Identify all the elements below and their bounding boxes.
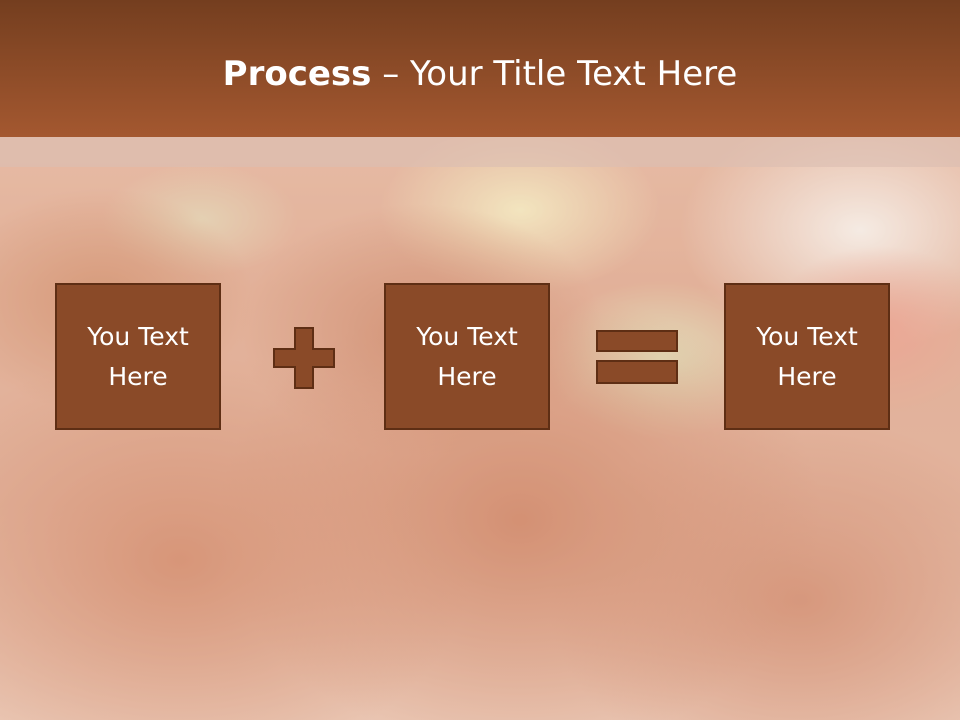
process-box-2[interactable]: You Text Here: [384, 283, 550, 430]
title-bar-strip: [0, 137, 960, 167]
title-rest-text: Your Title Text Here: [410, 54, 738, 94]
process-box-line-2: Here: [108, 361, 168, 391]
process-box-line-1: You Text: [416, 321, 518, 351]
process-box-text: You Text Here: [737, 317, 877, 397]
process-box-line-2: Here: [437, 361, 497, 391]
slide-title[interactable]: Process – Your Title Text Here: [0, 50, 960, 98]
process-box-3[interactable]: You Text Here: [724, 283, 890, 430]
process-box-text: You Text Here: [68, 317, 208, 397]
title-separator: –: [371, 54, 411, 94]
process-box-line-2: Here: [777, 361, 837, 391]
process-box-1[interactable]: You Text Here: [55, 283, 221, 430]
title-bold-text: Process: [222, 54, 372, 94]
process-box-line-1: You Text: [756, 321, 858, 351]
process-box-line-1: You Text: [87, 321, 189, 351]
plus-icon: [273, 327, 335, 389]
title-bar: [0, 0, 960, 137]
process-box-text: You Text Here: [397, 317, 537, 397]
equals-icon: [596, 330, 678, 384]
